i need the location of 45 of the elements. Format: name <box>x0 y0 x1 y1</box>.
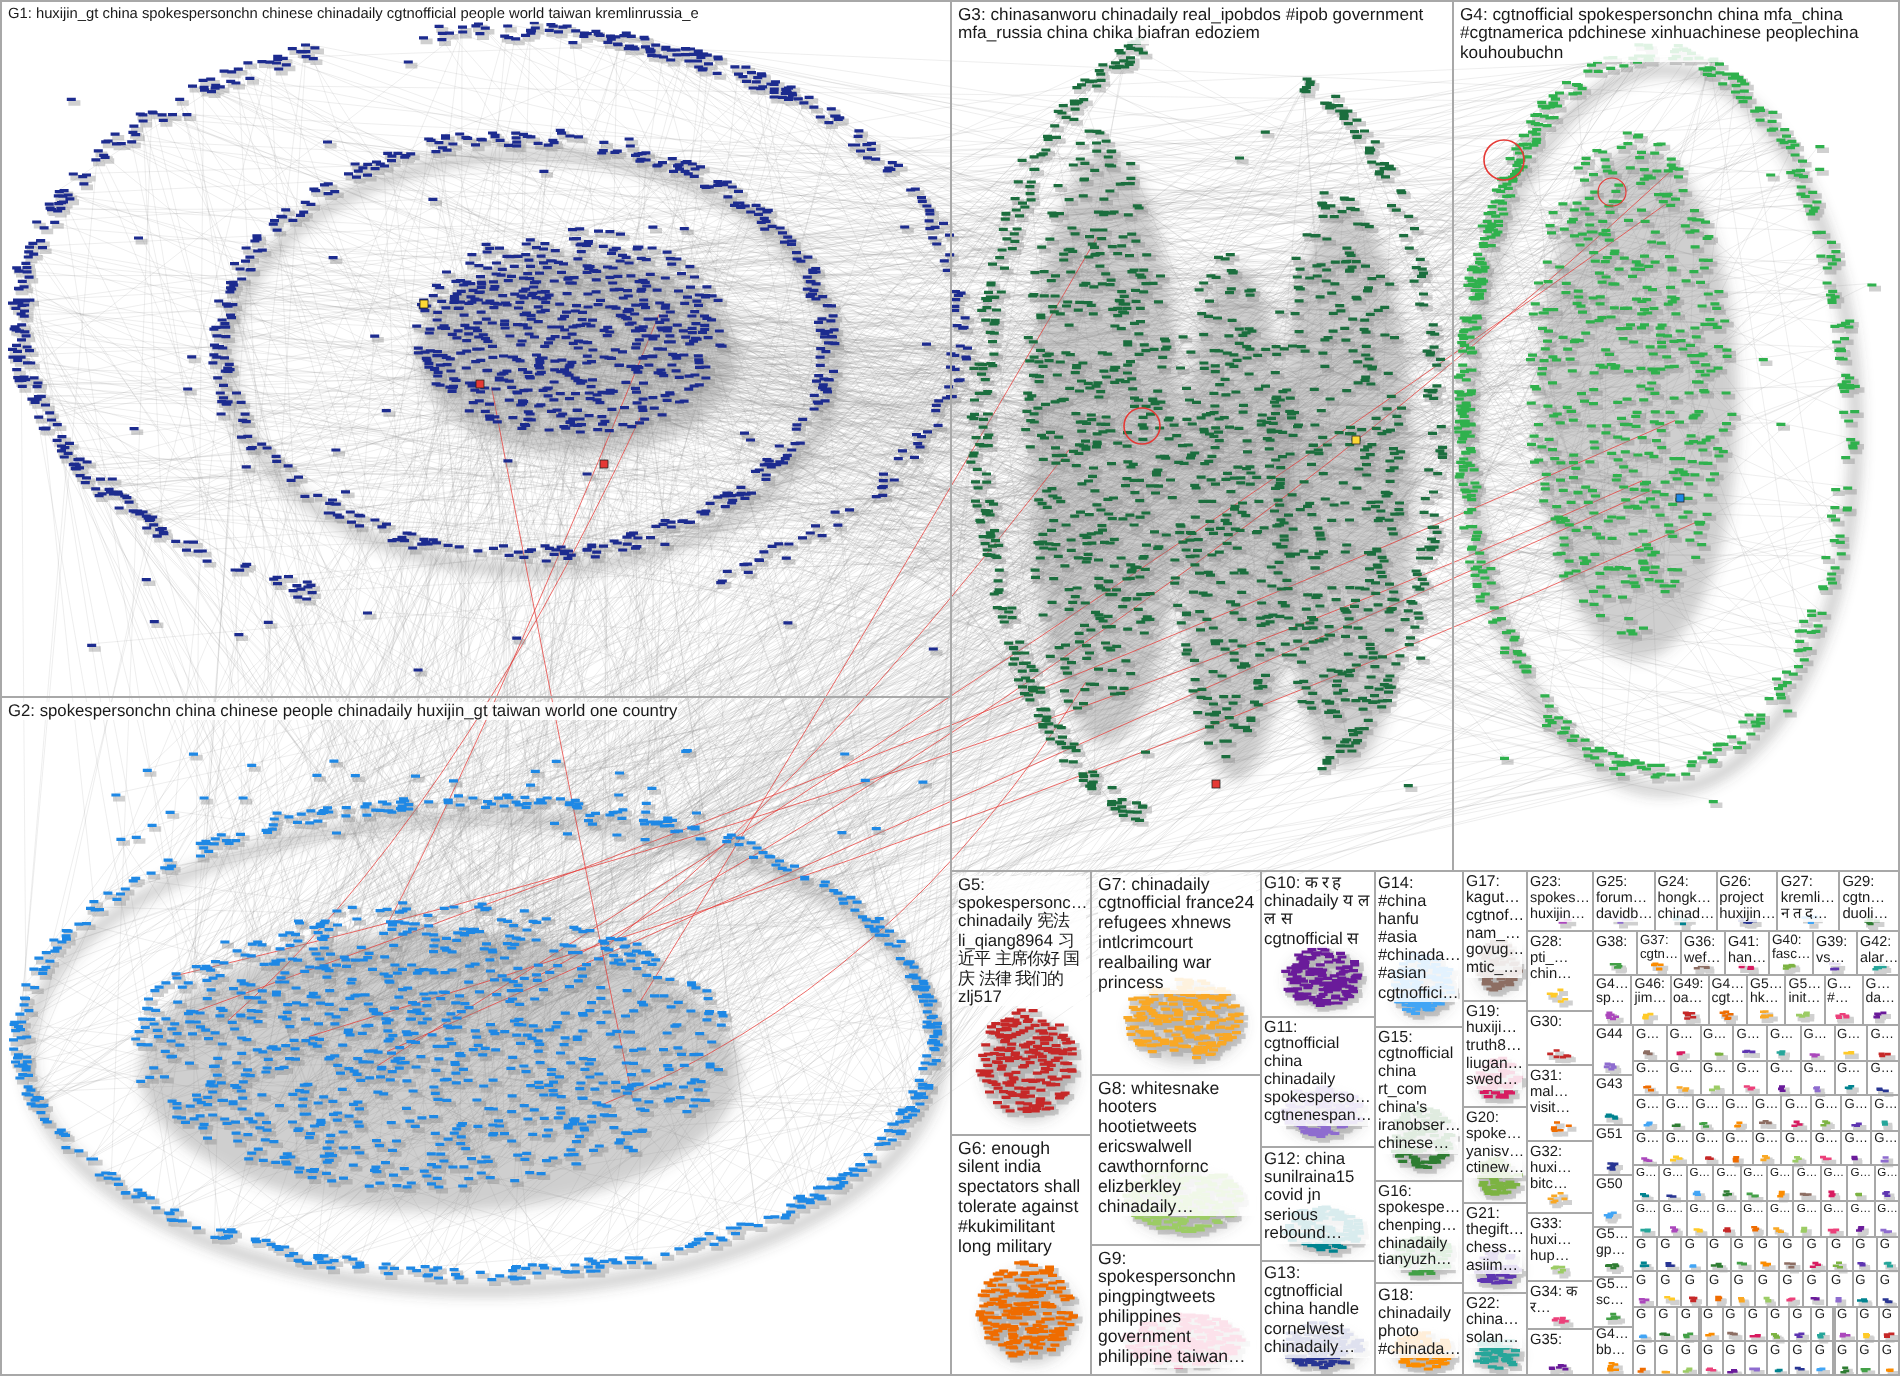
group-box <box>1654 1340 1679 1376</box>
group-label: G18: chinadaily photo #chinada… <box>1378 1285 1458 1359</box>
group-box <box>1810 1340 1835 1376</box>
group-label: G12: china sunilraina15 covid jn serious rebound… <box>1264 1149 1370 1244</box>
group-box <box>1462 1292 1528 1376</box>
group-box <box>0 696 952 1376</box>
group-box <box>1833 1340 1858 1376</box>
group-box <box>1877 1340 1900 1376</box>
group-box <box>1873 1164 1900 1202</box>
group-box <box>1676 1340 1701 1376</box>
group-box <box>1875 1235 1900 1273</box>
group-label: G10: क र ह chinadaily य ल ल स cgtnofficial स <box>1264 873 1370 949</box>
group-label: G7: chinadaily cgtnofficial france24 refugees xhnews intlcrimcourt realbailing war princess <box>1098 875 1256 994</box>
group-box <box>1873 1200 1900 1238</box>
group-box <box>1870 1094 1900 1132</box>
group-box <box>1592 1325 1634 1376</box>
group-box <box>1855 1340 1880 1376</box>
group-box <box>1526 1328 1594 1376</box>
group-box <box>1632 1340 1657 1376</box>
group-label: G15: cgtnofficial china rt_com china's iranobser… chinese… <box>1378 1029 1458 1155</box>
group-box <box>1838 870 1900 932</box>
group-box <box>1721 1340 1746 1376</box>
group-label: G9: spokespersonchn pingpingtweets philippines government philippine taiwan… <box>1098 1249 1256 1368</box>
group-box <box>1856 930 1900 976</box>
group-box <box>1743 1340 1768 1376</box>
group-box <box>1861 974 1900 1026</box>
group-label: G2: spokespersonchn china chinese people chinadaily huxijin_gt taiwan world one country <box>8 701 678 720</box>
group-label: G13: cgtnofficial china handle cornelwest chinadaily… <box>1264 1263 1370 1358</box>
group-box <box>1866 1059 1900 1097</box>
group-label: G11: cgtnofficial china chinadaily spokesperso… cgtnenespan… <box>1264 1019 1370 1127</box>
group-box <box>1699 1340 1724 1376</box>
group-box <box>1452 0 1900 872</box>
group-box <box>1875 1270 1900 1308</box>
group-box <box>1374 1282 1464 1376</box>
group-box <box>1866 1024 1900 1062</box>
group-box <box>0 0 952 698</box>
group-box <box>1788 1340 1813 1376</box>
group-label: G5: spokespersonc… chinadaily 宪法 li_qiang8964 习近平 主席你好 国庆 法律 我们的 zlj517 <box>958 875 1086 1007</box>
group-label: G14: #china hanfu #asia #chinada… #asian cgtnoffici… <box>1378 873 1458 1002</box>
group-box <box>1877 1305 1900 1343</box>
group-box <box>1676 1305 1701 1343</box>
group-box <box>1870 1129 1900 1167</box>
group-box <box>1766 1340 1791 1376</box>
group-box <box>1260 1260 1376 1376</box>
group-box <box>1810 1305 1835 1343</box>
